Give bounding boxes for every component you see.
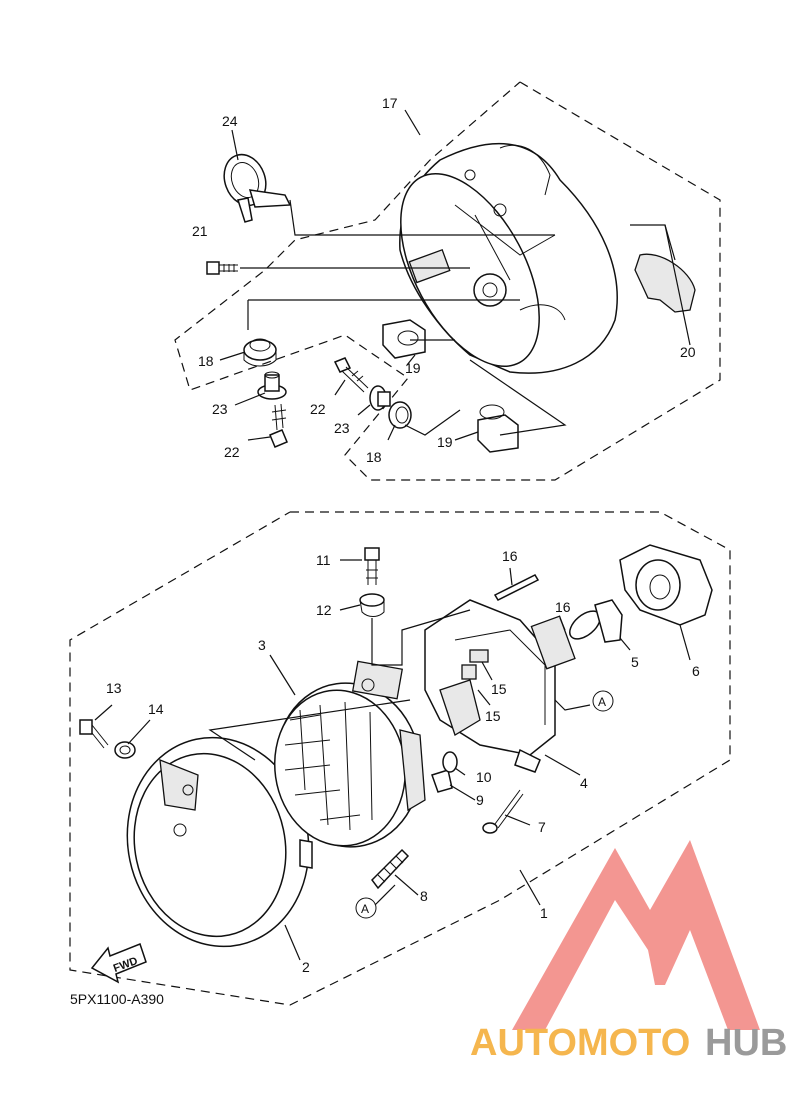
label-23b: 23 [334,420,350,436]
ref-a-circle-left [355,897,377,919]
ref-a-circle-right [592,690,614,712]
label-6: 6 [692,663,700,679]
label-22b: 22 [224,444,240,460]
bolt-22-right [333,357,369,393]
clamp-24 [223,153,292,223]
label-12: 12 [316,602,332,618]
label-11: 11 [316,552,331,568]
grommet-12 [359,593,385,617]
screw-13 [79,719,109,749]
clip-19-upper [382,319,426,359]
label-5: 5 [631,654,639,670]
screw-21 [206,261,238,275]
diagram-code: 5PX1100-A390 [70,991,164,1007]
grommet-18-left [243,338,277,367]
lower-leaders [94,559,691,961]
label-23a: 23 [212,401,228,417]
label-16b: 16 [555,599,571,615]
headlight-rim-2 [126,736,313,948]
headlight-housing-17 [399,142,618,374]
label-1: 1 [540,905,548,921]
label-21: 21 [192,223,208,239]
ref-a-left: A [361,902,369,916]
spring-16 [493,574,540,601]
watermark-text-hub: HUB [705,1022,787,1064]
fwd-arrow: FWD [90,943,147,984]
label-19a: 19 [405,360,421,376]
label-10: 10 [476,769,492,785]
bolt-22-left [269,403,288,448]
label-14: 14 [148,701,164,717]
label-8: 8 [420,888,428,904]
screw-7 [482,789,524,834]
label-22a: 22 [310,401,326,417]
label-19b: 19 [437,434,453,450]
bulb-5 [530,599,623,670]
ref-a-right: A [598,695,606,709]
adjuster-10 [442,751,458,773]
label-18a: 18 [198,353,214,369]
label-3: 3 [258,637,266,653]
lens-unit-3 [273,660,426,848]
label-2: 2 [302,959,310,975]
label-18b: 18 [366,449,382,465]
cover-20 [634,253,696,313]
grommet-14 [114,741,136,759]
label-17: 17 [382,95,398,111]
screw-11 [364,547,380,585]
label-7: 7 [538,819,546,835]
label-13: 13 [106,680,122,696]
label-16a: 16 [502,548,518,564]
label-24: 24 [222,113,238,129]
watermark-logo-mark [512,840,760,1030]
watermark-logo [512,840,760,1030]
adjuster-9 [431,769,453,793]
part-labels: 17 24 21 18 19 20 23 22 23 19 22 18 11 1… [106,95,700,975]
socket-cover-6 [619,544,713,626]
collar-23-left [257,371,287,400]
label-15b: 15 [485,708,501,724]
grommet-18-right [388,401,412,429]
lower-group-outline [69,511,731,1006]
label-9: 9 [476,792,484,808]
upper-leaders [219,109,691,441]
collar-23-right [369,385,391,411]
clip-19-lower [477,404,519,453]
label-15a: 15 [491,681,507,697]
label-4: 4 [580,775,588,791]
watermark-text-automoto: AUTOMOTO [470,1022,690,1064]
label-20: 20 [680,344,696,360]
upper-group-outline [174,81,721,481]
